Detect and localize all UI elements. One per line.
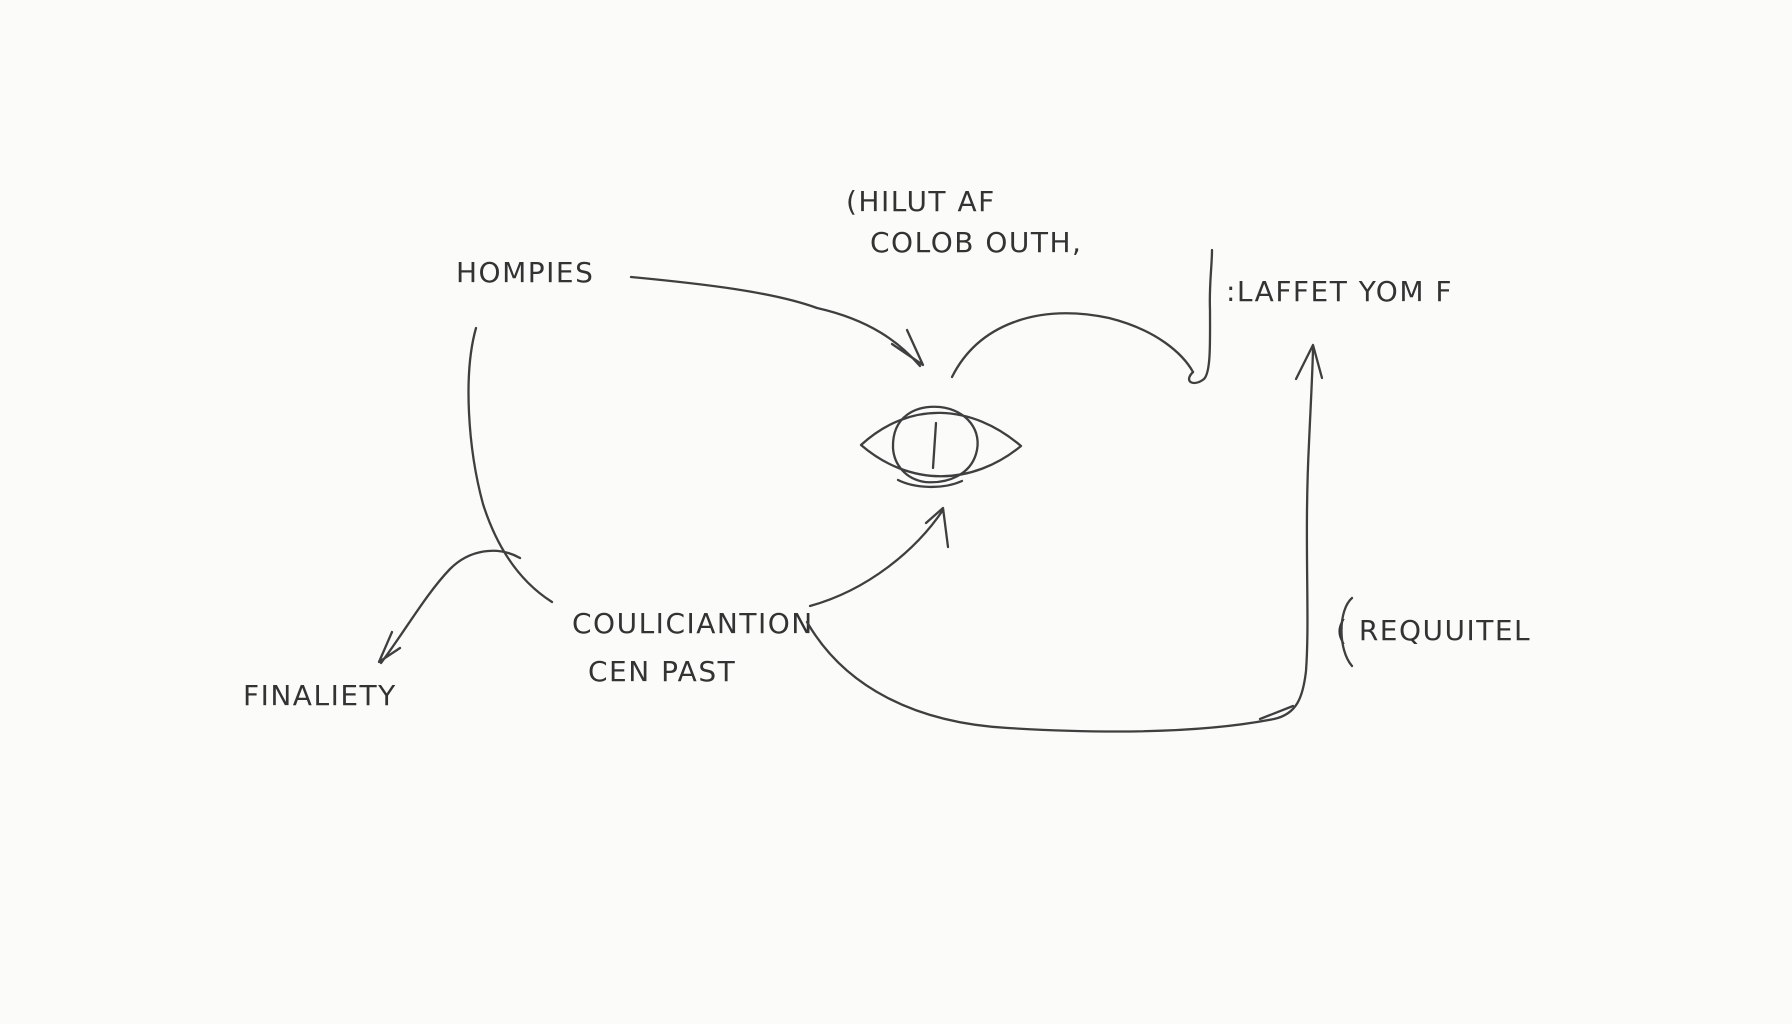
left-loop-line: [467, 326, 554, 604]
left-top-label: HOMPIES: [456, 256, 594, 289]
right-top-label: :LAFFET YOM F: [1226, 275, 1453, 308]
eye-icon: [859, 405, 1023, 489]
right-label: ( REQUUITEL: [1336, 614, 1531, 647]
top-label-line2: COLOB OUTH,: [870, 226, 1082, 259]
arrow-to-finality: [377, 549, 522, 665]
arrow-bottom-to-right-top: [805, 343, 1324, 733]
center-label-line2: CEN PAST: [588, 655, 736, 688]
arrow-center-to-eye: [808, 506, 950, 608]
top-label-line1: (HILUT AF: [846, 185, 996, 218]
center-label-line1: COULICIANTION: [572, 607, 814, 640]
bottom-left-label: FINALIETY: [243, 679, 397, 712]
right-bracket: [1340, 596, 1354, 668]
curve-eye-to-right-top: [950, 248, 1214, 385]
arrow-left-top-to-eye: [629, 275, 925, 368]
